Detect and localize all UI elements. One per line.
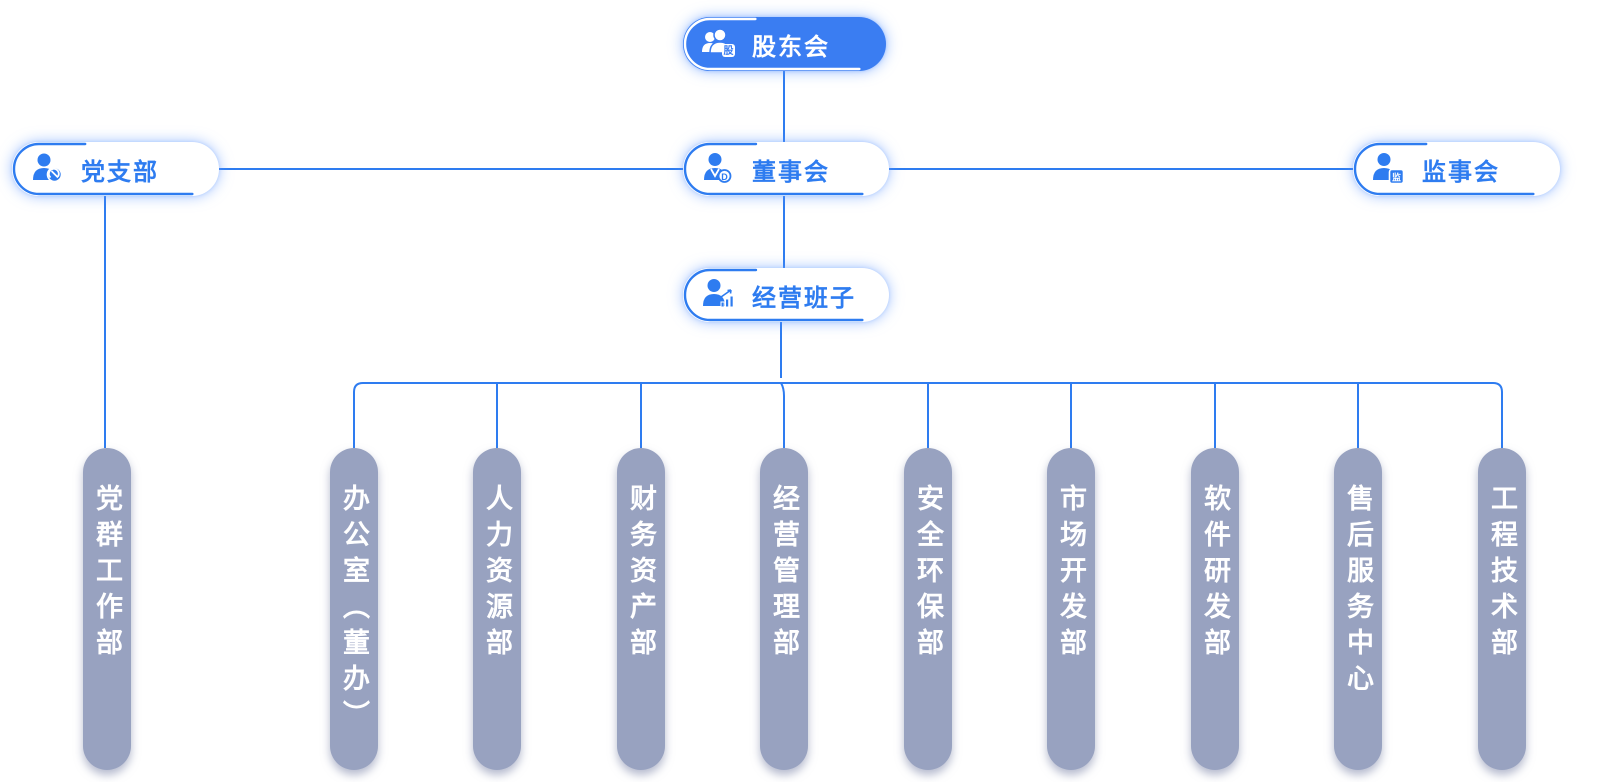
svg-text:D: D: [721, 172, 728, 182]
shareholders-group-icon: 股: [702, 28, 735, 57]
dept-label: 办公室（董办）: [339, 484, 369, 736]
supervisor-icon: 监: [1373, 153, 1405, 185]
dept-label: 软件研发部: [1200, 484, 1230, 664]
dept-software-rd[interactable]: 软件研发部: [1191, 448, 1239, 770]
dept-human-resources[interactable]: 人力资源部: [473, 448, 521, 770]
party-member-icon: [33, 153, 63, 183]
dept-operations-management[interactable]: 经营管理部: [760, 448, 808, 770]
dept-label: 工程技术部: [1487, 484, 1517, 664]
dept-label: 经营管理部: [769, 484, 799, 664]
dept-label: 市场开发部: [1056, 484, 1086, 664]
dept-label: 人力资源部: [482, 484, 512, 664]
node-board-of-directors[interactable]: D 董事会: [683, 142, 889, 196]
dept-engineering-technology[interactable]: 工程技术部: [1478, 448, 1526, 770]
node-label: 经营班子: [752, 284, 856, 312]
node-label: 股东会: [752, 33, 830, 61]
node-management-team[interactable]: 经营班子: [683, 268, 889, 322]
dept-label: 售后服务中心: [1343, 484, 1373, 700]
node-supervisory-board[interactable]: 监 监事会: [1353, 142, 1560, 196]
dept-party-mass-work[interactable]: 党群工作部: [83, 448, 131, 770]
svg-text:监: 监: [1392, 172, 1401, 183]
dept-finance-assets[interactable]: 财务资产部: [617, 448, 665, 770]
dept-after-sales-service[interactable]: 售后服务中心: [1334, 448, 1382, 770]
svg-text:股: 股: [724, 45, 735, 57]
node-party-branch[interactable]: 党支部: [12, 142, 219, 196]
dept-general-office[interactable]: 办公室（董办）: [330, 448, 378, 770]
node-label: 监事会: [1422, 158, 1500, 186]
node-shareholders-meeting[interactable]: 股 股东会: [683, 17, 886, 71]
node-label: 董事会: [752, 158, 830, 186]
dept-label: 安全环保部: [913, 484, 943, 664]
dept-label: 党群工作部: [92, 484, 122, 664]
node-label: 党支部: [81, 158, 159, 186]
director-icon: D: [704, 153, 732, 183]
dept-label: 财务资产部: [626, 484, 656, 664]
management-chart-icon: [703, 279, 734, 308]
dept-market-development[interactable]: 市场开发部: [1047, 448, 1095, 770]
dept-safety-environment[interactable]: 安全环保部: [904, 448, 952, 770]
